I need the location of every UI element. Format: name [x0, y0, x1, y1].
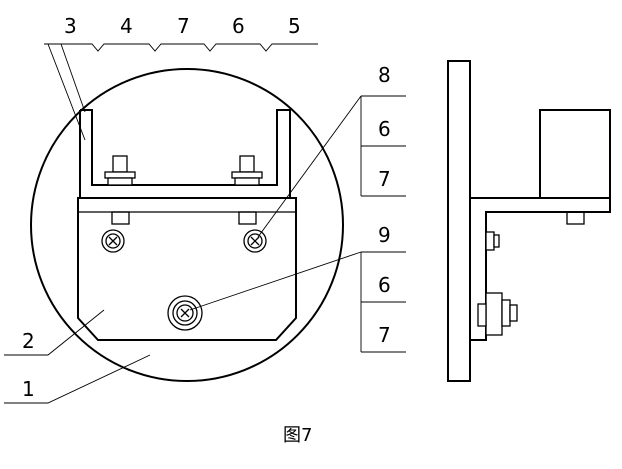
callout-7b: 7 [378, 167, 391, 191]
callout-9: 9 [378, 223, 391, 247]
right-screw [243, 229, 267, 253]
callout-6a: 6 [232, 14, 245, 38]
callout-4: 4 [120, 14, 133, 38]
u-channel [79, 109, 291, 198]
side-base-plate [447, 60, 471, 382]
side-upper-block [539, 109, 611, 199]
side-screw-upper [485, 231, 500, 251]
callout-2: 2 [22, 329, 35, 353]
side-view [447, 60, 611, 382]
callout-7a: 7 [177, 14, 190, 38]
left-screw [101, 229, 125, 253]
left-channel-bolt [104, 155, 136, 186]
left-nut-stub [111, 211, 130, 225]
callout-1: 1 [22, 377, 35, 401]
callout-8: 8 [378, 63, 391, 87]
right-lower-callouts: 9 6 7 [189, 223, 406, 353]
top-callouts: 3 4 7 6 5 [44, 14, 318, 141]
circular-base-plate [30, 68, 344, 382]
side-nut-stub [566, 211, 585, 225]
callout-6b: 6 [378, 117, 391, 141]
right-upper-callouts: 8 6 7 [257, 63, 406, 238]
callout-5: 5 [288, 14, 301, 38]
right-nut-stub [238, 211, 257, 225]
right-channel-bolt [231, 155, 263, 186]
figure-caption: 图7 [283, 425, 312, 446]
front-view [30, 68, 344, 382]
bracket-plate [77, 197, 297, 341]
callout-7c: 7 [378, 323, 391, 347]
callout-6c: 6 [378, 273, 391, 297]
center-screw [167, 295, 203, 331]
side-screw-lower [477, 292, 518, 336]
left-callouts: 2 1 [4, 309, 151, 404]
callout-3: 3 [64, 14, 77, 38]
